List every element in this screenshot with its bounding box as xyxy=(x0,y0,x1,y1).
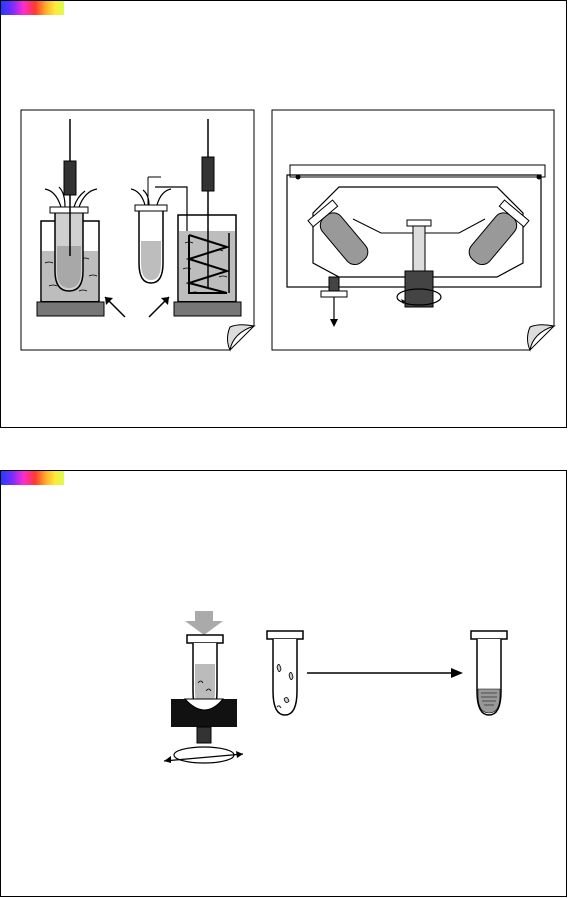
result-arrow xyxy=(307,668,463,678)
tube-bottom-pellet xyxy=(470,630,508,716)
transfer-arrows xyxy=(104,296,170,318)
tube-in-holder xyxy=(163,634,244,764)
slide-2-drawing xyxy=(163,611,508,764)
tube-scattered-pellet xyxy=(266,630,304,716)
beaker-right xyxy=(173,119,242,317)
slide-1-drawing xyxy=(20,109,556,352)
beaker-left xyxy=(36,119,105,317)
slide-2 xyxy=(0,470,567,897)
small-tube xyxy=(130,176,188,284)
color-bar xyxy=(1,471,64,485)
centrifuge xyxy=(286,164,546,327)
press-arrow xyxy=(185,611,223,635)
slide-1 xyxy=(0,0,567,428)
color-bar xyxy=(1,1,64,15)
